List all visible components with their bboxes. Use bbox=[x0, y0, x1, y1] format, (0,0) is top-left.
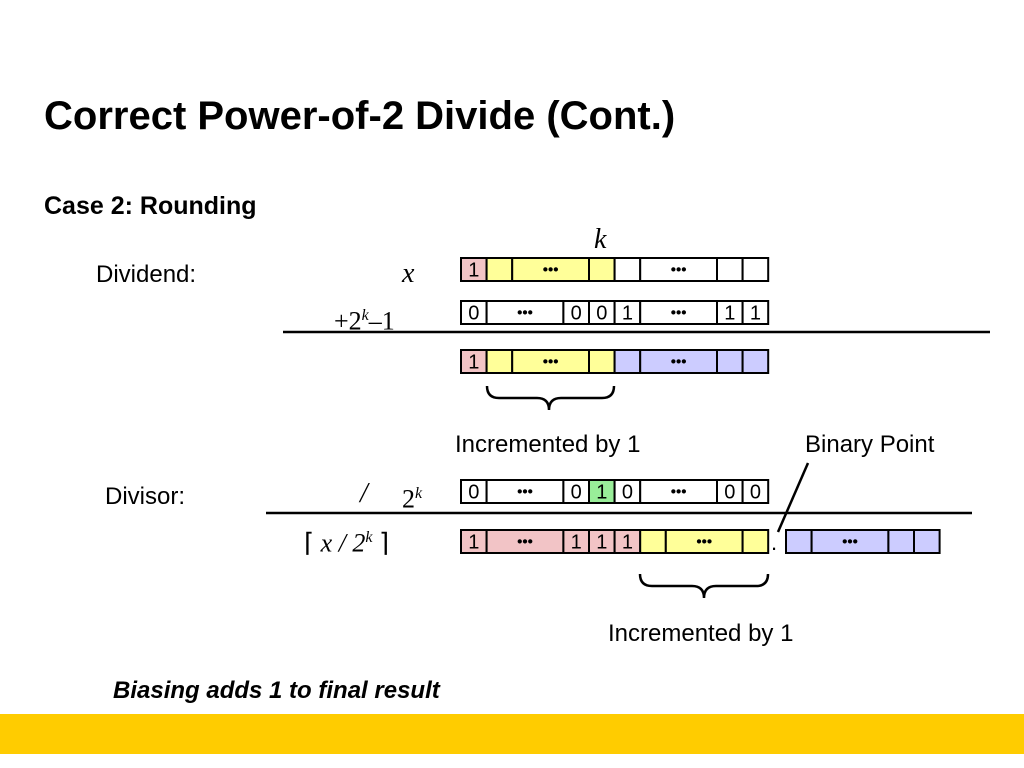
bit-cell bbox=[741, 300, 770, 325]
bit-row-dividend-sum: 1 ••• ••• bbox=[460, 349, 770, 374]
bit-row-result-frac: ••• bbox=[785, 529, 941, 554]
binary-point-dot: . bbox=[771, 530, 778, 555]
bit-cell bbox=[588, 349, 616, 374]
ellipsis-bits: ••• bbox=[517, 534, 533, 551]
bit-value: 1 bbox=[596, 532, 607, 554]
power-of-two-label: 2k bbox=[402, 484, 423, 514]
ellipsis-bits: ••• bbox=[543, 262, 559, 279]
ellipsis-bits: ••• bbox=[842, 534, 858, 551]
bit-cell bbox=[741, 257, 770, 282]
dividend-label: Dividend: bbox=[96, 261, 197, 288]
bit-value: 0 bbox=[468, 303, 479, 325]
divisor-label: Divisor: bbox=[105, 483, 186, 510]
binary-point-label: Binary Point bbox=[805, 431, 935, 458]
bit-value: 1 bbox=[596, 482, 607, 504]
bit-cell bbox=[485, 349, 514, 374]
bit-value: 1 bbox=[622, 303, 633, 325]
ellipsis-bits: ••• bbox=[517, 305, 533, 322]
k-label: k bbox=[594, 224, 607, 255]
bit-value: 1 bbox=[468, 532, 479, 554]
divide-slash: / bbox=[360, 478, 368, 509]
bit-value: 1 bbox=[724, 303, 735, 325]
bit-cell bbox=[588, 257, 616, 282]
bit-value: 0 bbox=[622, 482, 633, 504]
bit-cell bbox=[741, 479, 770, 504]
bit-value: 0 bbox=[571, 303, 582, 325]
brace-upper bbox=[485, 385, 616, 411]
ellipsis-bits: ••• bbox=[671, 484, 687, 501]
bit-cell bbox=[887, 529, 916, 554]
ceiling-expression: ⌈ x / 2k ⌉ bbox=[304, 528, 390, 558]
bit-value: 1 bbox=[468, 352, 479, 374]
bit-cell bbox=[613, 349, 642, 374]
bit-value: 0 bbox=[750, 482, 761, 504]
ellipsis-bits: ••• bbox=[671, 354, 687, 371]
brace-lower bbox=[638, 573, 770, 599]
bit-cell bbox=[913, 529, 941, 554]
bit-cell bbox=[613, 257, 642, 282]
bit-cell bbox=[741, 349, 770, 374]
bit-cell bbox=[639, 529, 667, 554]
bit-cell bbox=[785, 529, 813, 554]
biasing-note: Biasing adds 1 to final result bbox=[113, 677, 440, 704]
bit-value: 1 bbox=[750, 303, 761, 325]
x-label: x bbox=[402, 258, 415, 289]
slide-title: Correct Power-of-2 Divide (Cont.) bbox=[44, 94, 676, 138]
incremented-label-lower: Incremented by 1 bbox=[608, 620, 794, 647]
ellipsis-bits: ••• bbox=[517, 484, 533, 501]
bit-value: 0 bbox=[724, 482, 735, 504]
case-heading: Case 2: Rounding bbox=[44, 192, 257, 220]
bit-cell bbox=[716, 349, 744, 374]
ellipsis-bits: ••• bbox=[696, 534, 712, 551]
bit-cell bbox=[716, 257, 744, 282]
bit-cell bbox=[741, 529, 770, 554]
binary-point-arrow bbox=[776, 462, 810, 533]
ellipsis-bits: ••• bbox=[671, 262, 687, 279]
ellipsis-bits: ••• bbox=[671, 305, 687, 322]
footer-bar bbox=[0, 714, 1024, 754]
incremented-label-upper: Incremented by 1 bbox=[455, 431, 641, 458]
bit-value: 0 bbox=[468, 482, 479, 504]
bit-value: 1 bbox=[571, 532, 582, 554]
bit-row-dividend-x: 1 ••• ••• bbox=[460, 257, 770, 282]
bit-value: 0 bbox=[596, 303, 607, 325]
bit-value: 0 bbox=[571, 482, 582, 504]
bit-value: 1 bbox=[622, 532, 633, 554]
bit-cell bbox=[485, 257, 514, 282]
ellipsis-bits: ••• bbox=[543, 354, 559, 371]
bit-value: 1 bbox=[468, 260, 479, 282]
